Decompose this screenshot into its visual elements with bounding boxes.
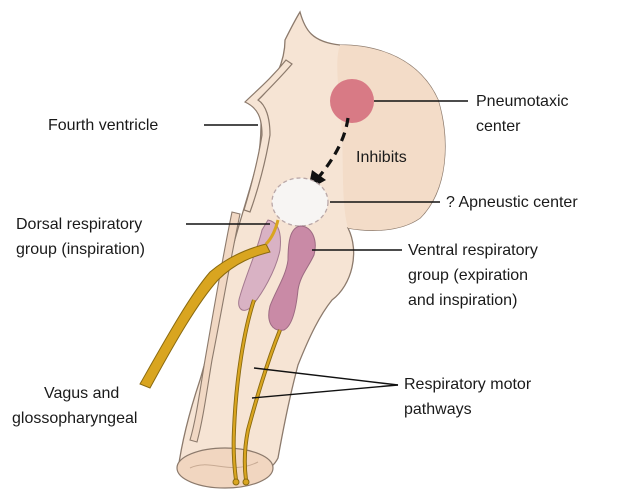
label-inhibits: Inhibits [356,149,407,166]
label-ventral-line1: Ventral respiratory [408,242,538,259]
label-dorsal-line1: Dorsal respiratory [16,216,142,233]
label-ventral-line3: and inspiration) [408,292,517,309]
label-apneustic: ? Apneustic center [446,194,578,211]
label-dorsal-line2: group (inspiration) [16,241,145,258]
motor-pathway-end-2 [243,479,249,485]
label-pneumotaxic-line1: Pneumotaxic [476,93,569,110]
label-motor-line1: Respiratory motor [404,376,532,393]
label-vagus-line1: Vagus and [44,385,119,402]
label-vagus-line2: glossopharyngeal [12,410,137,427]
motor-pathway-end-1 [233,479,239,485]
label-pneumotaxic-line2: center [476,118,521,135]
cut-surface [177,448,273,488]
label-motor-line2: pathways [404,401,472,418]
apneustic-center [272,178,328,226]
pneumotaxic-center [330,79,374,123]
label-ventral-line2: group (expiration [408,267,528,284]
label-fourth-ventricle: Fourth ventricle [48,117,158,134]
